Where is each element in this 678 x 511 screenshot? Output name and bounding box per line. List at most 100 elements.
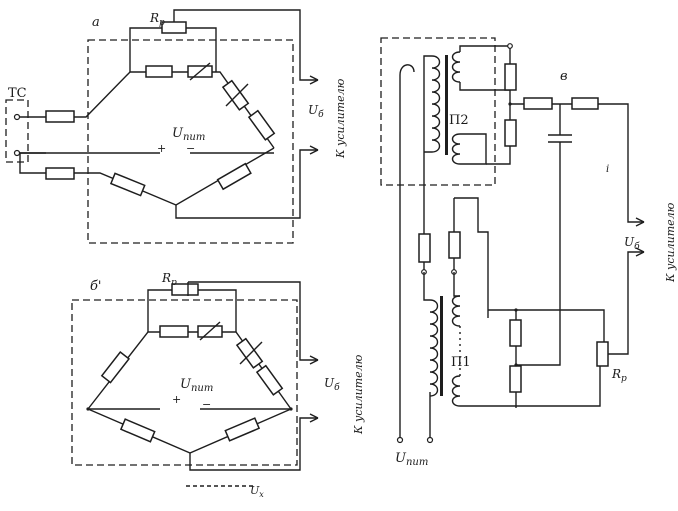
label-v-rp: Rр <box>611 367 627 384</box>
node-v-ladder-mid <box>514 363 518 367</box>
amp-arrows-a <box>309 75 319 155</box>
resistor-b-left <box>100 351 131 384</box>
label-panel-v: в <box>560 69 568 84</box>
resistor-a-top-1 <box>145 65 173 78</box>
wire-v-p1-bottom <box>460 365 601 407</box>
label-a-amp: К усилителю <box>334 78 347 159</box>
amplifier-enclosure <box>380 37 496 186</box>
bridge-a-enclosure <box>87 39 294 244</box>
resistor-a-rp <box>161 21 187 34</box>
resistor-v-upper-1 <box>504 63 517 91</box>
wire-v-output-bottom <box>608 251 644 355</box>
wire-v-p2-bottom <box>460 133 487 165</box>
wire-a-tc-top <box>20 71 131 118</box>
resistor-a-bottom-left <box>109 172 146 197</box>
supply-terminal-right <box>426 436 434 444</box>
tc-terminal-top <box>13 113 21 121</box>
label-b-minus: − <box>202 398 211 411</box>
resistor-a-bottom-right <box>216 162 252 191</box>
label-panel-a: а <box>92 15 100 30</box>
label-a-ub: Uб <box>308 103 324 120</box>
label-b-plus: + <box>172 393 181 406</box>
wire-v-p1-loop <box>454 197 489 318</box>
wire-v-ladder-top <box>488 309 605 342</box>
label-a-rp: Rр <box>149 11 165 28</box>
resistor-v-series-1 <box>523 97 553 110</box>
wire-a-to-amp-top <box>173 9 318 81</box>
thermocouple-box <box>5 99 29 163</box>
label-panel-b: б' <box>90 279 102 294</box>
node-b-right <box>289 407 293 411</box>
label-p2: П2 <box>449 113 469 128</box>
label-v-ub: Uб <box>624 235 640 252</box>
node-v-ladder-top <box>514 308 518 312</box>
label-b-upit: Uпит <box>180 377 213 394</box>
bridge-circuit-a: ТС Rр а Uпит + − Uб К усилителю <box>5 9 347 244</box>
label-v-upit: Uпит <box>395 451 428 468</box>
tc-terminal-bottom <box>13 149 21 157</box>
bridge-circuit-b: Rр б' Uпит + − Uб К усилителю Ux <box>71 271 365 499</box>
wire-v-p2-primary <box>423 55 432 222</box>
p2-secondary-top <box>451 51 461 83</box>
wire-v-output-top <box>510 103 644 223</box>
node-v-mid <box>508 102 512 106</box>
wire-a-to-amp-bottom <box>175 149 318 219</box>
variable-arrow-b-top <box>199 321 221 341</box>
resistor-v-rp <box>596 341 609 367</box>
resistor-b-bottom-left <box>119 418 156 443</box>
amp-arrows-b <box>309 355 319 423</box>
label-b-rp: Rр <box>161 271 177 288</box>
resistor-v-p1-left <box>418 233 431 263</box>
wire-a-rp-loop <box>129 27 217 72</box>
resistor-b-rp <box>171 283 199 296</box>
resistor-a-lower <box>45 167 75 180</box>
node-b-left <box>86 407 90 411</box>
p2-secondary-bottom <box>451 133 461 165</box>
resistor-v-ladder-1 <box>509 319 522 347</box>
p2-core <box>445 55 448 155</box>
wire-a-tc-bottom <box>19 153 46 174</box>
resistor-a-right-2 <box>247 109 276 141</box>
wire-b-to-amp-top <box>188 281 318 361</box>
label-p1: П1 <box>451 355 471 370</box>
wire-b-to-amp-bottom <box>189 417 318 471</box>
resistor-v-series-2 <box>571 97 599 110</box>
node-v-top <box>507 43 513 49</box>
resistor-b-bottom-right <box>224 417 261 442</box>
capacitor-v <box>516 104 572 366</box>
thermocouple-label: ТС <box>8 86 27 101</box>
amp-arrows-v <box>635 217 645 257</box>
label-b-ux: Ux <box>250 484 264 499</box>
p1-core <box>440 296 443 396</box>
variable-arrow-a-top <box>189 62 211 81</box>
label-b-amp: К усилителю <box>352 354 365 435</box>
variable-arrow-b-right <box>239 341 263 365</box>
resistor-a-tc <box>45 110 75 123</box>
resistor-v-upper-2 <box>504 119 517 147</box>
p2-primary-coil <box>431 55 441 153</box>
p1-secondary-bottom <box>451 375 461 407</box>
wire-v-p2-top <box>459 45 511 91</box>
label-v-amp: К усилителю <box>664 202 677 283</box>
label-a-minus: − <box>186 142 195 155</box>
label-a-upit: Uпит <box>172 126 205 143</box>
p1-secondary-top <box>451 295 461 327</box>
resistor-b-right-2 <box>255 364 284 396</box>
supply-terminal-left <box>396 436 404 444</box>
wire-b-lower-arms <box>87 408 292 454</box>
wire-v-p1-primary <box>423 272 460 301</box>
variable-arrow-a-right <box>225 83 249 107</box>
bridge-b-enclosure <box>71 299 298 466</box>
resistor-b-top-1 <box>159 325 189 338</box>
resistor-v-p1-right <box>448 231 461 259</box>
label-v-small-mark: i <box>606 164 609 175</box>
p1-primary-coil <box>429 299 439 397</box>
label-b-ub: Uб <box>324 376 340 393</box>
label-a-plus: + <box>157 142 166 155</box>
wire-v-supply-left <box>399 64 415 438</box>
wire-b-rp-loop <box>147 289 237 332</box>
resistor-v-ladder-2 <box>509 365 522 393</box>
magnetic-amplifier-circuit-v: в i П2 П1 Rр Uб К усилителю Uпит <box>380 37 677 468</box>
